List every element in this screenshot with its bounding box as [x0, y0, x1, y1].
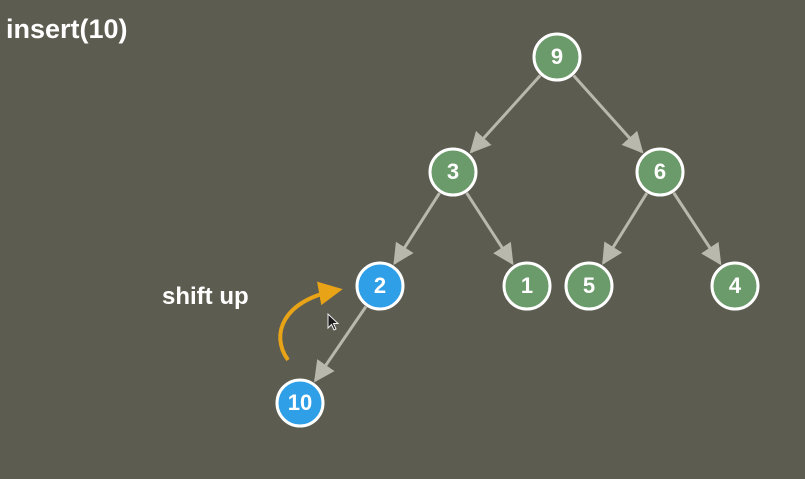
- edge-n6-n5: [602, 192, 649, 265]
- node-value: 4: [729, 273, 742, 298]
- node-circle: [635, 147, 685, 197]
- heap-node-3: 3: [428, 147, 478, 197]
- node-value: 9: [551, 44, 563, 69]
- heap-node-4: 4: [710, 261, 760, 311]
- node-circle: [275, 378, 325, 428]
- node-circle: [355, 261, 405, 311]
- node-circle: [428, 147, 478, 197]
- edge-n2-n10: [314, 305, 368, 383]
- shift-up-label: shift up: [162, 283, 249, 310]
- heap-node-10: 10: [275, 378, 325, 428]
- node-circle: [710, 261, 760, 311]
- node-value: 6: [654, 159, 666, 184]
- edge-n3-n1: [465, 192, 514, 266]
- heap-node-6: 6: [635, 147, 685, 197]
- edge-n6-n4: [672, 192, 722, 266]
- curved-arrow-icon: [278, 281, 343, 362]
- heap-node-1: 1: [502, 261, 552, 311]
- edge-n9-n3: [469, 74, 542, 154]
- node-circle: [532, 32, 582, 82]
- node-value: 3: [447, 159, 459, 184]
- heap-node-2: 2: [355, 261, 405, 311]
- edge-n3-n2: [393, 192, 441, 266]
- node-value: 1: [521, 273, 533, 298]
- mouse-pointer-icon: [327, 312, 340, 331]
- edge-n9-n6: [572, 74, 644, 154]
- node-value: 2: [374, 273, 386, 298]
- operation-title: insert(10): [6, 14, 128, 44]
- node-circle: [564, 261, 614, 311]
- node-circle: [502, 261, 552, 311]
- node-value: 10: [288, 390, 312, 415]
- heap-node-9: 9: [532, 32, 582, 82]
- heap-node-5: 5: [564, 261, 614, 311]
- node-value: 5: [583, 273, 595, 298]
